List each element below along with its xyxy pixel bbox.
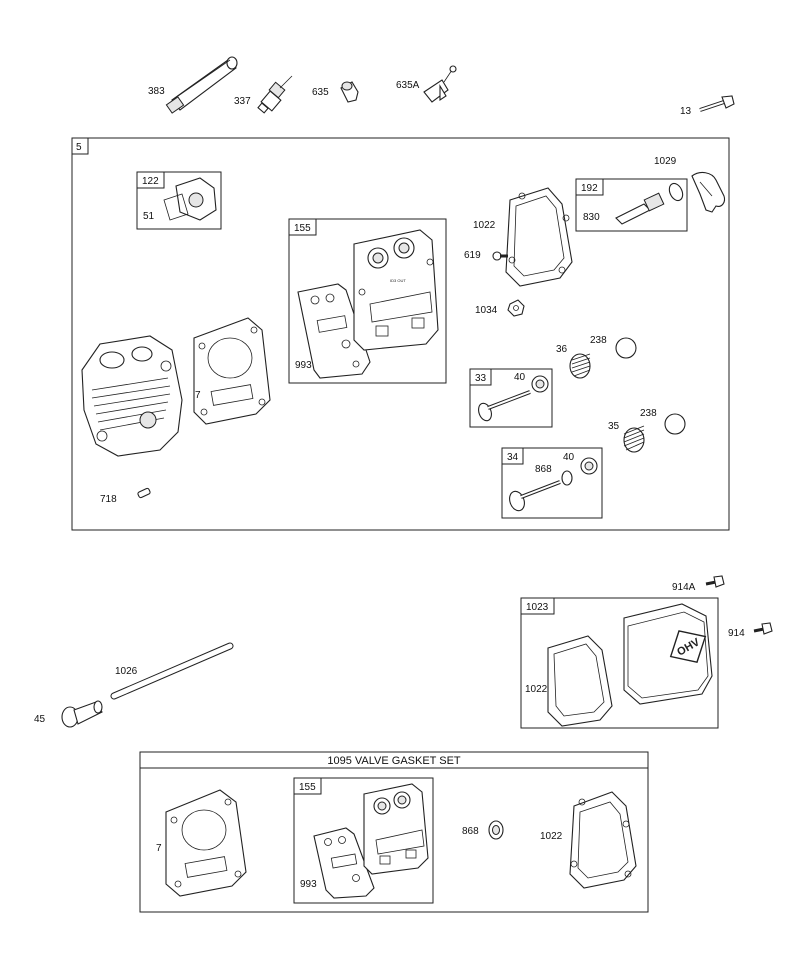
part-122-intake-adapter	[163, 177, 217, 221]
label-993-bottom: 993	[300, 879, 317, 890]
box-34-number: 34	[507, 452, 519, 463]
part-635a-clip	[423, 65, 457, 103]
label-1029: 1029	[654, 156, 677, 167]
part-1022-gasket-cover	[547, 635, 613, 727]
box-33-number: 33	[475, 373, 487, 384]
part-1029-rocker-arm	[691, 171, 726, 213]
part-7-head-gasket-top	[193, 317, 271, 425]
box-33-tag	[469, 368, 492, 386]
part-914-screw	[753, 622, 773, 635]
part-valve-cover: OHV	[623, 603, 713, 705]
box-1095-valve-gasket-set	[139, 751, 649, 913]
part-45-tappet	[61, 700, 103, 728]
part-718-pin	[137, 487, 151, 499]
part-cylinder-head	[81, 335, 183, 457]
part-993-gasket-bottom	[313, 827, 375, 899]
plate-tiny-text: ID3 OUT	[390, 278, 406, 283]
part-383-tool	[165, 56, 238, 114]
part-238-cap-top	[615, 337, 637, 359]
label-1026: 1026	[115, 666, 138, 677]
box-5-number: 5	[76, 142, 82, 153]
label-13: 13	[680, 106, 692, 117]
box-122-number: 122	[142, 176, 159, 187]
part-238-cap-bottom	[664, 413, 686, 435]
label-337: 337	[234, 96, 251, 107]
label-1022-bottom: 1022	[540, 831, 563, 842]
label-45: 45	[34, 714, 46, 725]
label-914a: 914A	[672, 582, 696, 593]
label-36: 36	[556, 344, 568, 355]
part-33-exhaust-valve	[478, 375, 549, 422]
part-635-boot	[340, 81, 359, 103]
box-33	[469, 368, 553, 428]
box-1023-valve-cover	[520, 597, 719, 729]
box-192-number: 192	[581, 183, 598, 194]
box-1023-tag	[520, 597, 555, 615]
label-619: 619	[464, 250, 481, 261]
box-34-tag	[501, 447, 524, 465]
box-5-tag	[71, 137, 89, 155]
box-155-gasket-bottom	[293, 777, 434, 904]
label-238-top: 238	[590, 335, 607, 346]
label-1034: 1034	[475, 305, 498, 316]
part-13-bolt	[699, 95, 735, 112]
label-383: 383	[148, 86, 165, 97]
part-1022-gasket-bottom	[569, 791, 637, 889]
label-718: 718	[100, 494, 117, 505]
box-192	[575, 178, 688, 232]
part-830-rocker-stud	[615, 182, 684, 225]
part-36-valve-spring	[569, 353, 591, 379]
part-35-valve-spring	[623, 425, 645, 453]
label-7-top: 7	[195, 390, 201, 401]
part-337-spark-plug	[257, 75, 293, 114]
label-635: 635	[312, 87, 329, 98]
part-1026-push-rod	[110, 642, 234, 700]
label-868-bottom: 868	[462, 826, 479, 837]
box-155-bottom-number: 155	[299, 782, 316, 793]
label-830: 830	[583, 212, 600, 223]
box-5-cylinder-head	[71, 137, 730, 531]
label-35: 35	[608, 421, 620, 432]
label-635a: 635A	[396, 80, 420, 91]
part-914a-screw	[705, 575, 725, 588]
label-1022-cover: 1022	[525, 684, 548, 695]
part-993-gasket	[297, 283, 371, 379]
part-155-plate-bottom	[363, 783, 429, 875]
box-122-tag	[136, 171, 165, 189]
label-868-top: 868	[535, 464, 552, 475]
box-155-tag	[288, 218, 317, 236]
label-40-top: 40	[514, 372, 526, 383]
part-7-head-gasket-bottom	[165, 789, 247, 897]
label-40-bottom: 40	[563, 452, 575, 463]
box-192-tag	[575, 178, 604, 196]
label-51: 51	[143, 211, 155, 222]
box-155-gasket	[288, 218, 447, 384]
label-993: 993	[295, 360, 312, 371]
part-1034-nut	[507, 299, 525, 317]
part-155-plate: ID3 OUT	[353, 229, 439, 351]
box-155-bottom-tag	[293, 777, 322, 795]
label-914: 914	[728, 628, 745, 639]
box-1023-number: 1023	[526, 602, 549, 613]
label-1022-top: 1022	[473, 220, 496, 231]
part-34-intake-valve	[509, 457, 598, 512]
label-238-bottom: 238	[640, 408, 657, 419]
box-155-number: 155	[294, 223, 311, 234]
part-1022-gasket-top	[505, 187, 573, 287]
part-619-screw	[492, 251, 508, 261]
part-868-valve-seal	[488, 820, 504, 840]
label-7-bottom: 7	[156, 843, 162, 854]
box-122	[136, 171, 222, 230]
box-34	[501, 447, 603, 519]
gasket-set-title: 1095 VALVE GASKET SET	[327, 755, 461, 767]
